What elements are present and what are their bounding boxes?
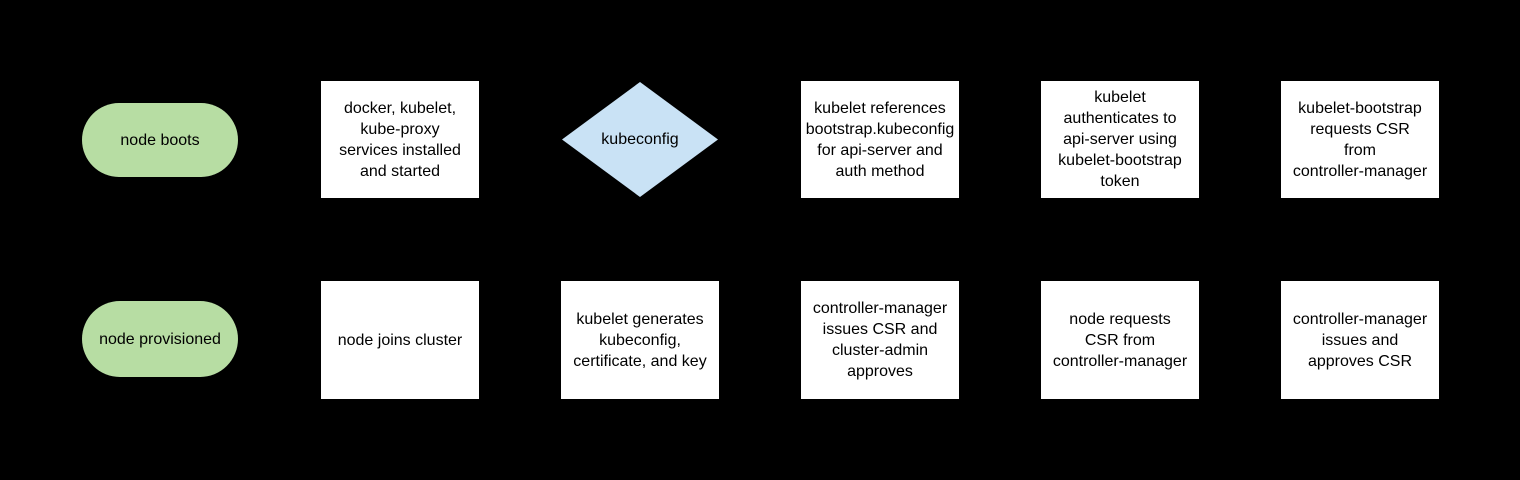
process-controller-manager-issues-csr-cluster-admin-approves: controller-manager issues CSR and cluste…	[801, 281, 959, 399]
decision-kubeconfig-label: kubeconfig	[601, 131, 679, 148]
process-controller-manager-issues-csr-cluster-admin-approves-label: controller-manager issues CSR and cluste…	[812, 300, 948, 380]
process-kubelet-generates: kubelet generates kubeconfig, certificat…	[561, 281, 719, 399]
decision-kubeconfig: kubeconfig	[562, 82, 718, 197]
process-kubelet-bootstrap-requests-csr-label: kubelet-bootstrap requests CSR from cont…	[1292, 99, 1428, 180]
process-kubelet-bootstrap-requests-csr: kubelet-bootstrap requests CSR from cont…	[1281, 81, 1439, 198]
terminal-node-boots: node boots	[82, 103, 238, 177]
process-kubelet-authenticates-label: kubelet authenticates to api-server usin…	[1058, 89, 1182, 190]
process-services-installed: docker, kubelet, kube-proxy services ins…	[321, 81, 479, 198]
process-node-requests-csr: node requests CSR from controller-manage…	[1041, 281, 1199, 399]
process-kubelet-references-bootstrap-kubeconfig-label: kubelet references bootstrap.kubeconfig …	[805, 99, 955, 180]
process-kubelet-generates-label: kubelet generates kubeconfig, certificat…	[573, 310, 707, 370]
process-node-requests-csr-label: node requests CSR from controller-manage…	[1052, 310, 1188, 370]
terminal-node-provisioned-label: node provisioned	[99, 330, 221, 348]
process-kubelet-references-bootstrap-kubeconfig: kubelet references bootstrap.kubeconfig …	[801, 81, 959, 198]
terminal-node-boots-label: node boots	[120, 131, 200, 149]
process-controller-manager-issues-and-approves-csr-label: controller-manager issues and approves C…	[1292, 310, 1428, 370]
process-node-joins-cluster: node joins cluster	[321, 281, 479, 399]
process-services-installed-label: docker, kubelet, kube-proxy services ins…	[339, 99, 461, 180]
process-controller-manager-issues-and-approves-csr: controller-manager issues and approves C…	[1281, 281, 1439, 399]
process-kubelet-authenticates: kubelet authenticates to api-server usin…	[1041, 81, 1199, 198]
process-node-joins-cluster-label: node joins cluster	[337, 331, 463, 349]
terminal-node-provisioned: node provisioned	[82, 301, 238, 377]
